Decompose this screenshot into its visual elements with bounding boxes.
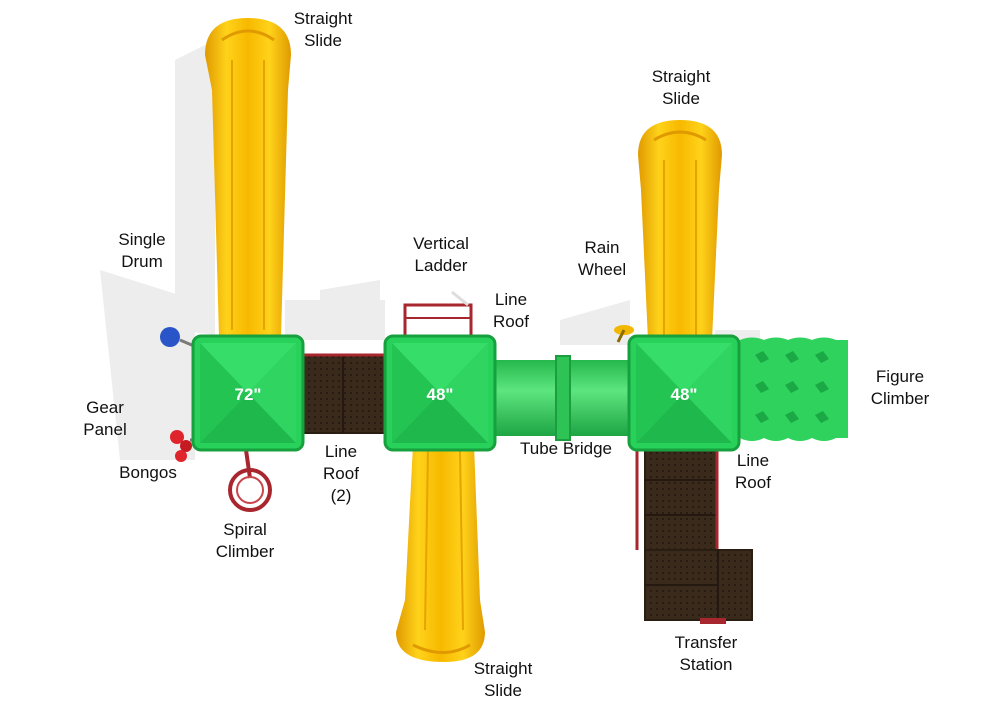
- label-line-roof-right: Line Roof: [735, 451, 771, 492]
- label-figure-climber: Figure Climber: [870, 367, 930, 408]
- deck-height-label: 48": [427, 385, 454, 404]
- label-spiral-climber: Spiral Climber: [215, 520, 275, 561]
- label-gear-panel: Gear Panel: [83, 398, 127, 439]
- label-straight-slide-top-left: Straight Slide: [293, 9, 353, 50]
- label-line-roof-2: Line Roof (2): [323, 442, 359, 505]
- deck-height-label: 48": [671, 385, 698, 404]
- label-rain-wheel: Rain Wheel: [577, 238, 627, 279]
- vertical-ladder: [403, 290, 473, 339]
- straight-slide-top-right: [638, 120, 722, 340]
- tube-bridge: [496, 355, 631, 441]
- figure-climber: [740, 337, 848, 441]
- label-vertical-ladder: Vertical Ladder: [413, 234, 469, 275]
- label-transfer-station: Transfer Station: [674, 633, 738, 674]
- label-straight-slide-top-right: Straight Slide: [651, 67, 711, 108]
- straight-slide-bottom: [396, 445, 485, 662]
- straight-slide-top-left: [205, 18, 291, 336]
- roof-deck-1: 72": [191, 334, 305, 452]
- roof-deck-2: 48": [383, 334, 497, 452]
- transfer-station: [644, 549, 753, 624]
- label-straight-slide-bottom: Straight Slide: [473, 659, 533, 700]
- line-roof-deck-2: [297, 353, 389, 434]
- label-line-roof-top: Line Roof: [493, 290, 529, 331]
- spiral-climber: [228, 449, 272, 512]
- deck-height-label: 72": [235, 385, 262, 404]
- rain-wheel: [614, 325, 634, 343]
- label-single-drum: Single Drum: [118, 230, 166, 271]
- roof-deck-3: 48": [627, 334, 741, 452]
- label-bongos: Bongos: [119, 463, 177, 482]
- line-roof-deck-right: [635, 444, 719, 556]
- label-tube-bridge: Tube Bridge: [520, 439, 612, 458]
